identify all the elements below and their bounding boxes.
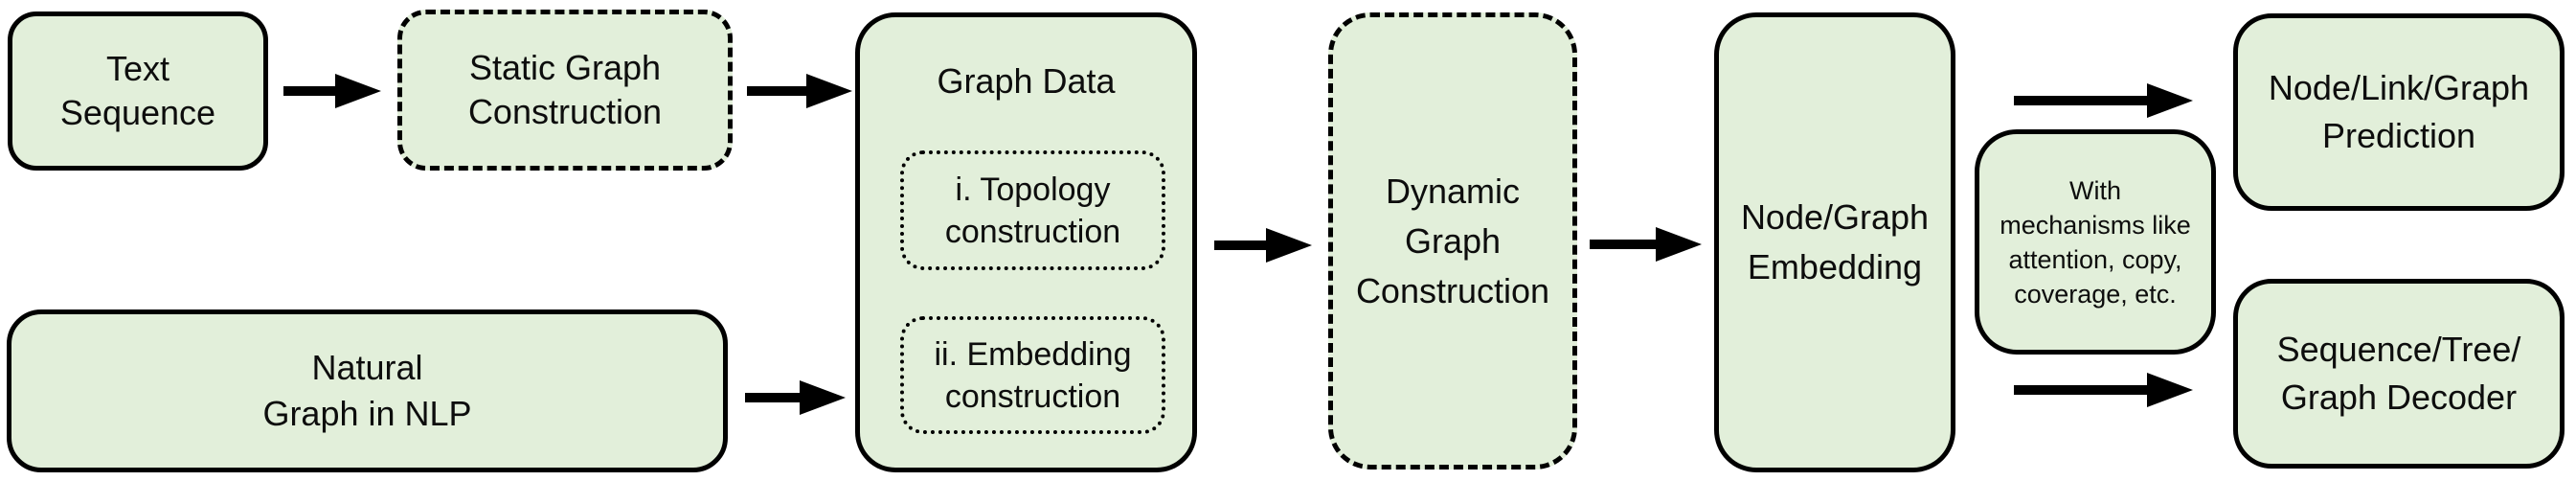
node-label-line: Embedding	[1747, 247, 1923, 286]
node-node-graph-embedding: Node/Graph Embedding	[1714, 12, 1955, 472]
node-with-mechanisms: With mechanisms like attention, copy, co…	[1975, 129, 2216, 355]
arrow-embedding-to-decoder	[2014, 373, 2193, 407]
arrow-shaft	[1590, 240, 1660, 249]
arrow-shaft	[1214, 240, 1270, 250]
node-label-line: Construction	[467, 92, 663, 131]
node-label-line: Dynamic	[1385, 171, 1521, 211]
arrow-head-icon	[1656, 227, 1702, 262]
arrow-head-icon	[335, 74, 381, 108]
node-graph-data: Graph Data i. Topology construction ii. …	[855, 12, 1197, 472]
node-label-line: Text	[105, 49, 170, 88]
node-label-line: Graph	[1404, 220, 1502, 261]
node-text-sequence: Text Sequence	[8, 11, 268, 171]
arrow-head-icon	[806, 74, 852, 108]
node-label-line: Graph Decoder	[2280, 378, 2518, 417]
node-label-line: Node/Link/Graph	[2268, 68, 2530, 107]
node-label-line: coverage, etc.	[2014, 279, 2177, 309]
arrow-head-icon	[2147, 373, 2193, 407]
node-static-graph-construction: Static Graph Construction	[397, 10, 733, 171]
node-sequence-tree-graph-decoder: Sequence/Tree/ Graph Decoder	[2233, 279, 2565, 469]
node-natural-graph-in-nlp: Natural Graph in NLP	[7, 309, 728, 472]
arrow-embedding-to-prediction	[2014, 83, 2193, 118]
arrow-shaft	[2014, 385, 2151, 395]
arrow-head-icon	[800, 380, 846, 415]
arrow-static-to-graph-data	[747, 74, 852, 108]
arrow-shaft	[283, 86, 339, 96]
node-label-line: Construction	[1355, 270, 1550, 310]
arrow-head-icon	[1266, 228, 1312, 263]
arrow-text-to-static	[283, 74, 381, 108]
arrow-shaft	[745, 393, 803, 402]
arrow-shaft	[747, 86, 810, 96]
node-label-line: mechanisms like	[2000, 210, 2191, 240]
arrow-graph-data-to-dynamic	[1214, 228, 1312, 263]
node-label-line: Sequence	[59, 93, 216, 132]
node-label-line: construction	[944, 213, 1121, 250]
node-label-line: Prediction	[2321, 116, 2476, 155]
node-dynamic-graph-construction: Dynamic Graph Construction	[1328, 12, 1577, 470]
node-label: Graph Data	[937, 61, 1116, 101]
node-label-line: attention, copy,	[2008, 244, 2182, 274]
arrow-head-icon	[2147, 83, 2193, 118]
node-label-line: Graph in NLP	[262, 394, 472, 433]
node-label-line: With	[2069, 175, 2121, 205]
node-embedding-construction: ii. Embedding construction	[900, 316, 1165, 434]
node-node-link-graph-prediction: Node/Link/Graph Prediction	[2233, 13, 2565, 211]
node-label-line: Natural	[311, 348, 423, 387]
node-label-line: construction	[944, 378, 1121, 415]
arrow-dynamic-to-embedding	[1590, 227, 1702, 262]
arrow-natural-to-graph-data	[745, 380, 846, 415]
node-label-line: ii. Embedding	[934, 335, 1132, 373]
arrow-shaft	[2014, 96, 2151, 105]
node-label-line: Node/Graph	[1740, 197, 1930, 237]
node-topology-construction: i. Topology construction	[900, 150, 1165, 270]
node-label-line: Static Graph	[468, 48, 662, 87]
node-label-line: Sequence/Tree/	[2276, 330, 2521, 369]
node-label-line: i. Topology	[955, 171, 1111, 208]
